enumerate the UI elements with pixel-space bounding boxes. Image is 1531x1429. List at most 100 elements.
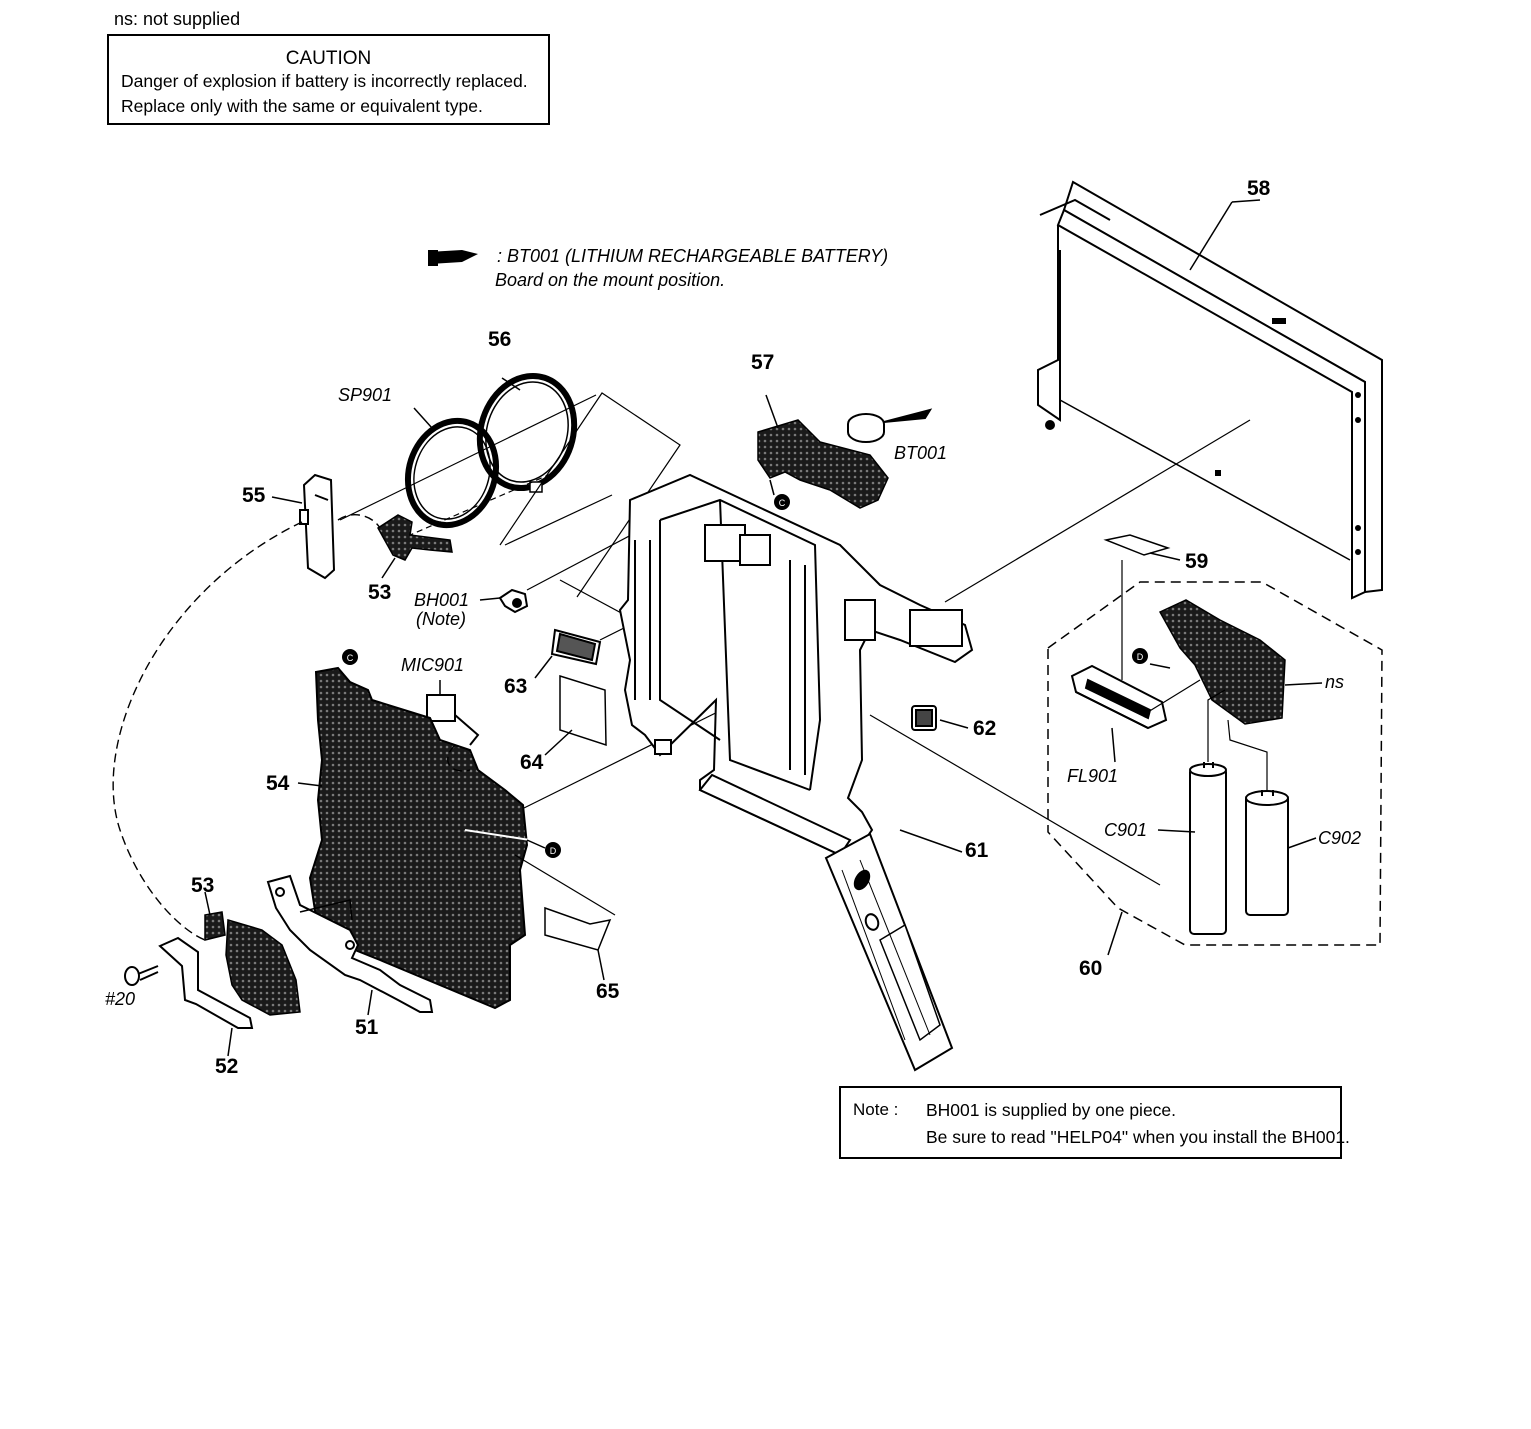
leader-marker-d-board [526, 839, 546, 849]
dashed-routing [112, 514, 471, 941]
marker-c-board54-label: C [347, 653, 354, 663]
leader-marker-d-ns [1149, 663, 1171, 669]
marker-d-ns: D [1132, 648, 1148, 664]
callout-61: 61 [965, 839, 989, 862]
leader-58 [1231, 199, 1261, 203]
part-53-lower-board [204, 911, 301, 1016]
part-bt001-battery [847, 408, 933, 443]
part-c902-capacitor [1245, 790, 1289, 916]
main-chassis [618, 473, 974, 857]
leader-57 [765, 394, 779, 429]
projection-65 [514, 854, 616, 916]
caution-line-1: Danger of explosion if battery is incorr… [121, 71, 528, 91]
leader-56 [501, 377, 521, 391]
leader-51 [367, 989, 373, 1016]
callout-57: 57 [751, 351, 775, 374]
part-fl901 [1070, 664, 1168, 730]
part-59-sheet [1103, 534, 1171, 556]
leader-fl901 [1111, 727, 1116, 763]
board-highlight [464, 829, 531, 841]
leader-marker-c-upper [769, 479, 775, 496]
part-62-chip [911, 705, 937, 731]
part-54-main-board [308, 666, 529, 1010]
part-c901-capacitor [1189, 762, 1227, 935]
part-55-bracket [299, 473, 336, 580]
leader-bh001 [479, 597, 501, 601]
label-mic901: MIC901 [401, 655, 465, 675]
part-53-upper-bracket [377, 514, 453, 561]
caution-title: CAUTION [285, 48, 372, 69]
label-c902: C902 [1318, 828, 1362, 848]
callout-56: 56 [488, 328, 512, 351]
part-58-frame [1037, 180, 1383, 600]
callout-62: 62 [973, 717, 997, 740]
marker-c-board57: C [774, 494, 790, 510]
label-sp901: SP901 [338, 385, 393, 405]
bt001-legend-line-2: Board on the mount position. [495, 270, 726, 290]
callout-54: 54 [266, 772, 290, 795]
callout-63: 63 [504, 675, 528, 698]
leader-sp901 [413, 407, 433, 429]
leader-52 [227, 1027, 233, 1057]
part-64-sheet [559, 674, 607, 747]
bt001-symbol [428, 250, 478, 266]
callout-53-lower: 53 [191, 874, 215, 897]
part-65-sheet [544, 906, 612, 951]
callout-55: 55 [242, 484, 266, 507]
leader-55 [271, 496, 303, 504]
part-52-bracket [158, 936, 254, 1029]
leader-ns [1284, 682, 1323, 686]
part-51-wire [299, 899, 353, 921]
part-57-board [757, 419, 889, 509]
leader-54 [297, 782, 323, 787]
leader-58b [1189, 201, 1233, 271]
leader-59 [1149, 552, 1181, 561]
leader-53-lower [204, 891, 211, 916]
callout-64: 64 [520, 751, 544, 774]
marker-d-board54-label: D [550, 846, 557, 856]
leader-64 [544, 729, 573, 756]
screw-20 [124, 965, 159, 986]
part-63-plate [550, 628, 602, 666]
callout-52: 52 [215, 1055, 239, 1078]
part-mic901 [426, 694, 480, 746]
marker-c-board57-label: C [779, 498, 786, 508]
projection-fl901 [1147, 679, 1201, 713]
bt001-legend-line-1: : BT001 (LITHIUM RECHARGEABLE BATTERY) [497, 246, 889, 266]
leader-60 [1107, 911, 1123, 956]
leader-61 [899, 829, 963, 853]
part-56-ring [476, 372, 578, 493]
label-bh001: BH001 [414, 590, 470, 610]
group-60-outline [1047, 581, 1383, 946]
projection-lines [339, 392, 1251, 886]
callout-59: 59 [1185, 550, 1209, 573]
callout-65: 65 [596, 980, 620, 1003]
leader-63 [534, 655, 553, 679]
note-line-2: Be sure to read "HELP04" when you instal… [926, 1127, 1350, 1147]
label-ns: ns [1325, 672, 1345, 692]
marker-d-ns-label: D [1137, 652, 1144, 662]
note-line-1: BH001 is supplied by one piece. [926, 1100, 1177, 1120]
callout-53-upper: 53 [368, 581, 392, 604]
callout-60: 60 [1079, 957, 1103, 980]
callout-51: 51 [355, 1016, 379, 1039]
label-c901: C901 [1104, 820, 1148, 840]
capacitor-leads [1207, 689, 1268, 790]
leader-c901 [1157, 829, 1196, 833]
part-ns-board [1158, 599, 1286, 725]
part-61-flex-cable [824, 832, 954, 1072]
caution-box: CAUTION Danger of explosion if battery i… [107, 34, 550, 125]
label-fl901: FL901 [1067, 766, 1119, 786]
callout-58: 58 [1247, 177, 1271, 200]
caution-line-2: Replace only with the same or equivalent… [121, 96, 483, 116]
leader-62 [939, 719, 969, 729]
leader-53-upper [381, 557, 396, 579]
leader-c902 [1287, 837, 1317, 849]
not-supplied-legend: ns: not supplied [114, 9, 241, 29]
note-box: Note : BH001 is supplied by one piece. B… [839, 1086, 1350, 1159]
part-bh001-holder [498, 588, 529, 614]
marker-c-board54: C [342, 649, 358, 665]
note-label: Note : [853, 1100, 899, 1119]
